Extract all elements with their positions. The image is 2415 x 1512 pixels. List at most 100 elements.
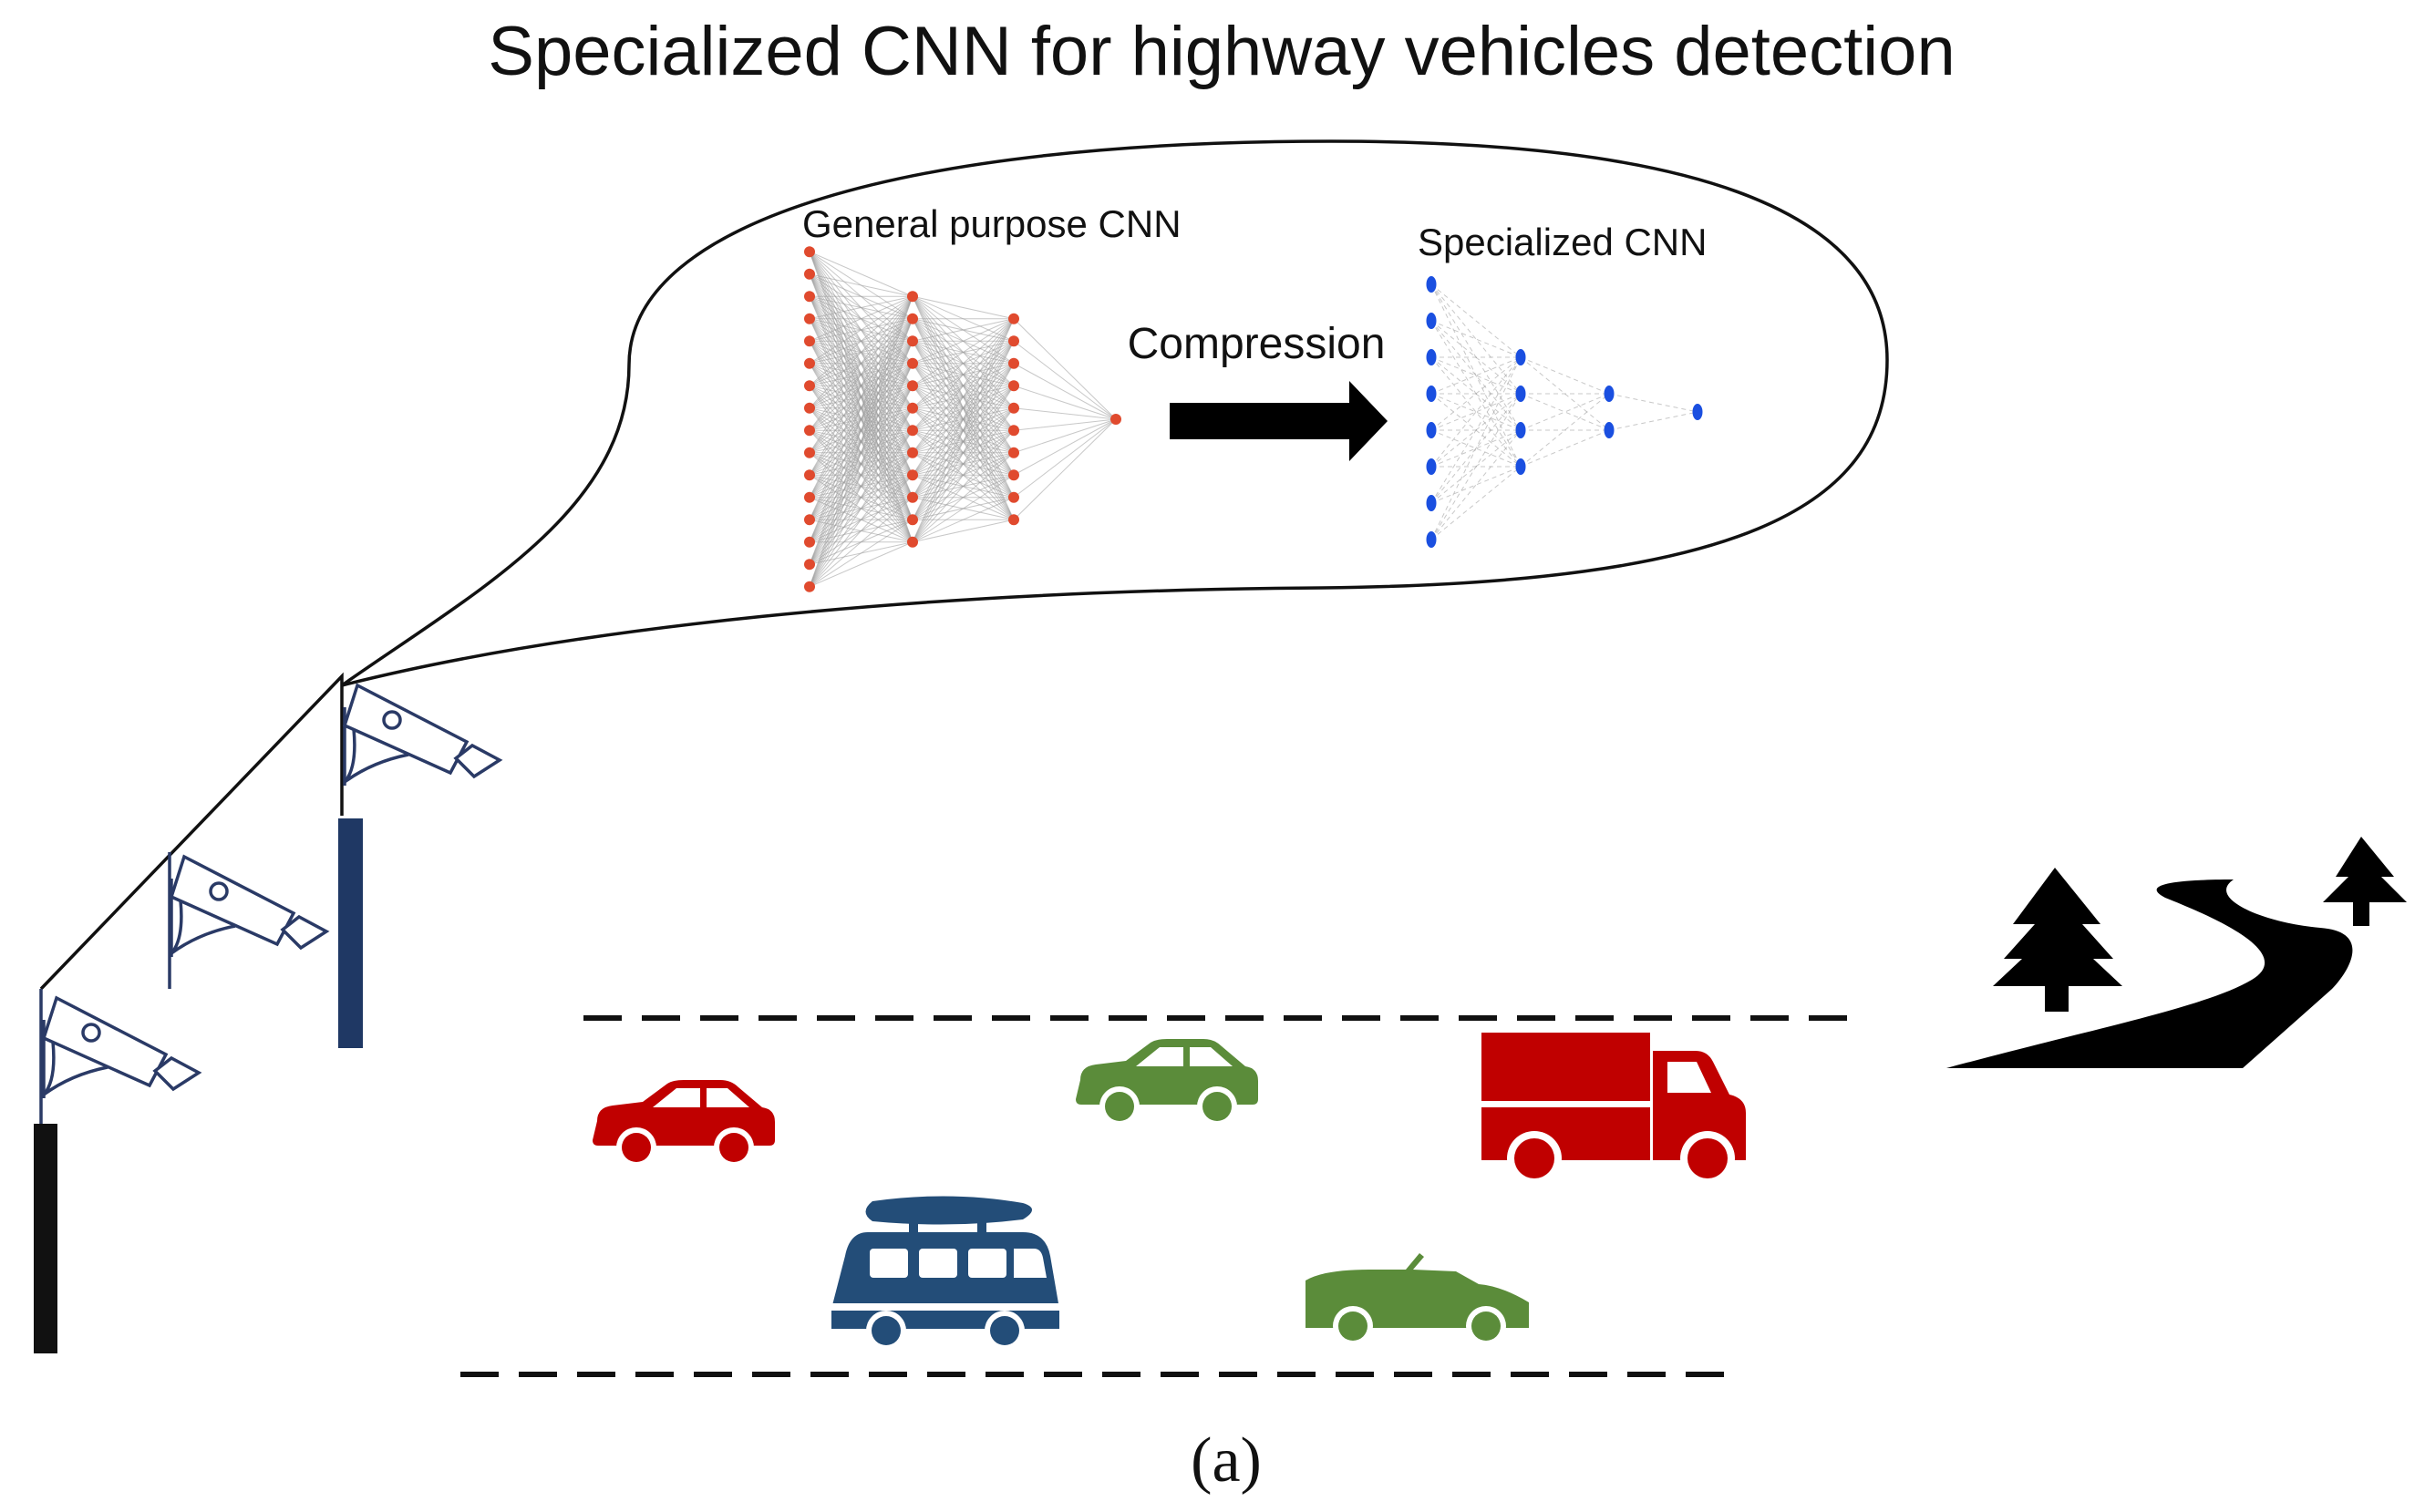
general-net-edge — [809, 386, 913, 587]
general-net-node-l0-n15 — [804, 581, 815, 592]
general-net-edge — [809, 363, 913, 587]
general-net-node-l2-n9 — [1008, 514, 1019, 526]
road-icon — [1946, 879, 2353, 1068]
general-net-edge — [809, 296, 913, 587]
general-net-node-l1-n5 — [907, 402, 918, 414]
general-net-edge — [1013, 340, 1117, 420]
general-net-node-l0-n6 — [804, 380, 815, 392]
general-net-edge — [809, 519, 913, 588]
general-net-edge — [809, 429, 913, 588]
compression-arrow-icon — [1170, 381, 1388, 461]
special-net-edge — [1430, 356, 1522, 431]
general-net-edge — [1013, 407, 1117, 420]
general-cnn-label: General purpose CNN — [802, 202, 1182, 245]
special-net-node-l0-n3 — [1426, 386, 1437, 402]
special-net-node-l2-n1 — [1604, 422, 1615, 438]
general-net-edge — [912, 318, 1015, 498]
camera-icon-left — [42, 996, 201, 1100]
special-net-edge — [1520, 429, 1610, 468]
general-net-node-l1-n4 — [907, 380, 918, 392]
general-net-edge — [809, 251, 913, 297]
special-net-edge — [1520, 356, 1610, 395]
specialized-cnn-network — [1426, 276, 1703, 548]
special-net-node-l1-n3 — [1515, 458, 1526, 475]
general-net-edge — [1013, 418, 1117, 499]
special-net-node-l1-n0 — [1515, 349, 1526, 365]
general-net-edge — [1013, 318, 1117, 420]
general-net-edge — [912, 318, 1015, 386]
general-net-node-l0-n14 — [804, 559, 815, 571]
convertible-icon — [1306, 1253, 1529, 1346]
car-icon-red — [593, 1080, 775, 1167]
general-net-node-l2-n6 — [1008, 447, 1019, 458]
special-net-edge — [1520, 393, 1610, 468]
car-icon-green — [1076, 1039, 1258, 1126]
compression-label: Compression — [1128, 320, 1386, 368]
general-net-edge — [809, 295, 913, 409]
general-net-node-l0-n1 — [804, 268, 815, 280]
general-net-edge — [1013, 385, 1117, 420]
special-net-edge — [1430, 393, 1522, 431]
special-net-edge — [1430, 283, 1522, 358]
general-net-edge — [1013, 418, 1117, 454]
truck-icon — [1481, 1033, 1746, 1186]
general-net-node-l0-n13 — [804, 536, 815, 548]
general-net-edge — [809, 295, 913, 431]
general-net-node-l0-n2 — [804, 291, 815, 303]
general-net-edge — [912, 318, 1015, 431]
general-net-edge — [809, 295, 913, 386]
special-net-edge — [1520, 356, 1610, 431]
tree-icon-left — [1993, 868, 2122, 1012]
special-net-node-l0-n7 — [1426, 531, 1437, 548]
special-net-edge — [1430, 393, 1522, 431]
special-net-edge — [1430, 393, 1522, 540]
special-net-node-l0-n6 — [1426, 495, 1437, 511]
general-net-edge — [1013, 418, 1117, 431]
general-net-edge — [912, 318, 1015, 454]
general-net-edge — [809, 296, 913, 498]
special-net-edge — [1430, 320, 1522, 358]
special-net-edge — [1520, 393, 1610, 431]
general-net-edge — [912, 318, 1015, 542]
general-net-node-l1-n3 — [907, 357, 918, 369]
camera-icon-middle — [170, 855, 328, 959]
special-net-edge — [1430, 283, 1522, 468]
special-net-edge — [1430, 356, 1522, 540]
general-net-edge — [912, 474, 1015, 543]
general-net-node-l2-n0 — [1008, 313, 1019, 324]
general-net-node-l1-n9 — [907, 491, 918, 503]
general-net-node-l2-n8 — [1008, 491, 1019, 503]
general-net-edge — [809, 295, 913, 342]
specialized-cnn-label: Specialized CNN — [1418, 221, 1707, 263]
general-net-node-l2-n5 — [1008, 425, 1019, 437]
general-net-edge — [809, 407, 913, 587]
general-net-node-l0-n10 — [804, 469, 815, 481]
camera-icon-right — [343, 684, 501, 787]
general-net-node-l0-n9 — [804, 447, 815, 458]
general-net-edge — [912, 341, 1015, 542]
general-net-edge — [809, 295, 913, 454]
general-cnn-network — [804, 246, 1121, 592]
special-net-edge — [1430, 466, 1522, 540]
general-net-node-l1-n6 — [907, 425, 918, 437]
general-net-edge — [809, 318, 913, 587]
general-net-edge — [912, 519, 1015, 543]
general-net-node-l2-n1 — [1008, 335, 1019, 347]
special-net-edge — [1430, 429, 1522, 540]
general-net-edge — [809, 541, 913, 588]
special-net-edge — [1608, 411, 1698, 431]
general-net-edge — [912, 318, 1015, 342]
speech-bubble — [340, 139, 1889, 687]
general-net-edge — [912, 497, 1015, 543]
van-icon — [831, 1196, 1059, 1351]
general-net-edge — [912, 318, 1015, 520]
camera-wire — [39, 672, 344, 991]
general-net-edge — [809, 296, 913, 542]
general-net-node-l0-n11 — [804, 491, 815, 503]
general-net-edge — [809, 273, 913, 297]
general-net-node-l0-n12 — [804, 514, 815, 526]
special-net-node-l3-n0 — [1692, 404, 1703, 420]
general-net-node-l1-n8 — [907, 469, 918, 481]
special-net-edge — [1520, 393, 1610, 431]
general-net-node-l1-n11 — [907, 536, 918, 548]
